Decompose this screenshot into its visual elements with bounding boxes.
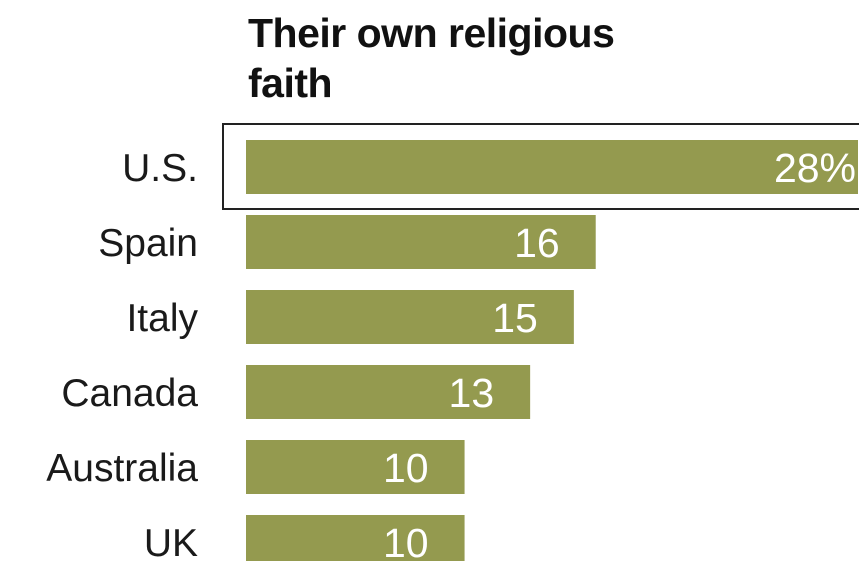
category-label-italy: Italy [126,297,198,340]
value-label-u-s: 28% [774,145,856,191]
highlight-box-u-s [222,123,859,210]
bar-uk [246,515,465,561]
category-label-uk: UK [144,522,198,561]
value-label-uk: 10 [383,520,429,561]
bar-canada [246,365,531,419]
category-label-spain: Spain [98,222,198,265]
category-label-australia: Australia [46,447,198,490]
value-label-italy: 15 [492,295,538,341]
highlight-layer [222,123,859,210]
chart-title: Their own religious faith [248,10,615,106]
bar-spain [246,215,596,269]
bar-australia [246,440,465,494]
value-label-australia: 10 [383,445,429,491]
value-label-spain: 16 [514,220,560,266]
bars-layer [246,140,858,561]
category-label-canada: Canada [61,372,198,415]
value-label-canada: 13 [449,370,495,416]
bar-italy [246,290,574,344]
bar-u-s [246,140,858,194]
category-label-u-s: U.S. [122,147,198,190]
